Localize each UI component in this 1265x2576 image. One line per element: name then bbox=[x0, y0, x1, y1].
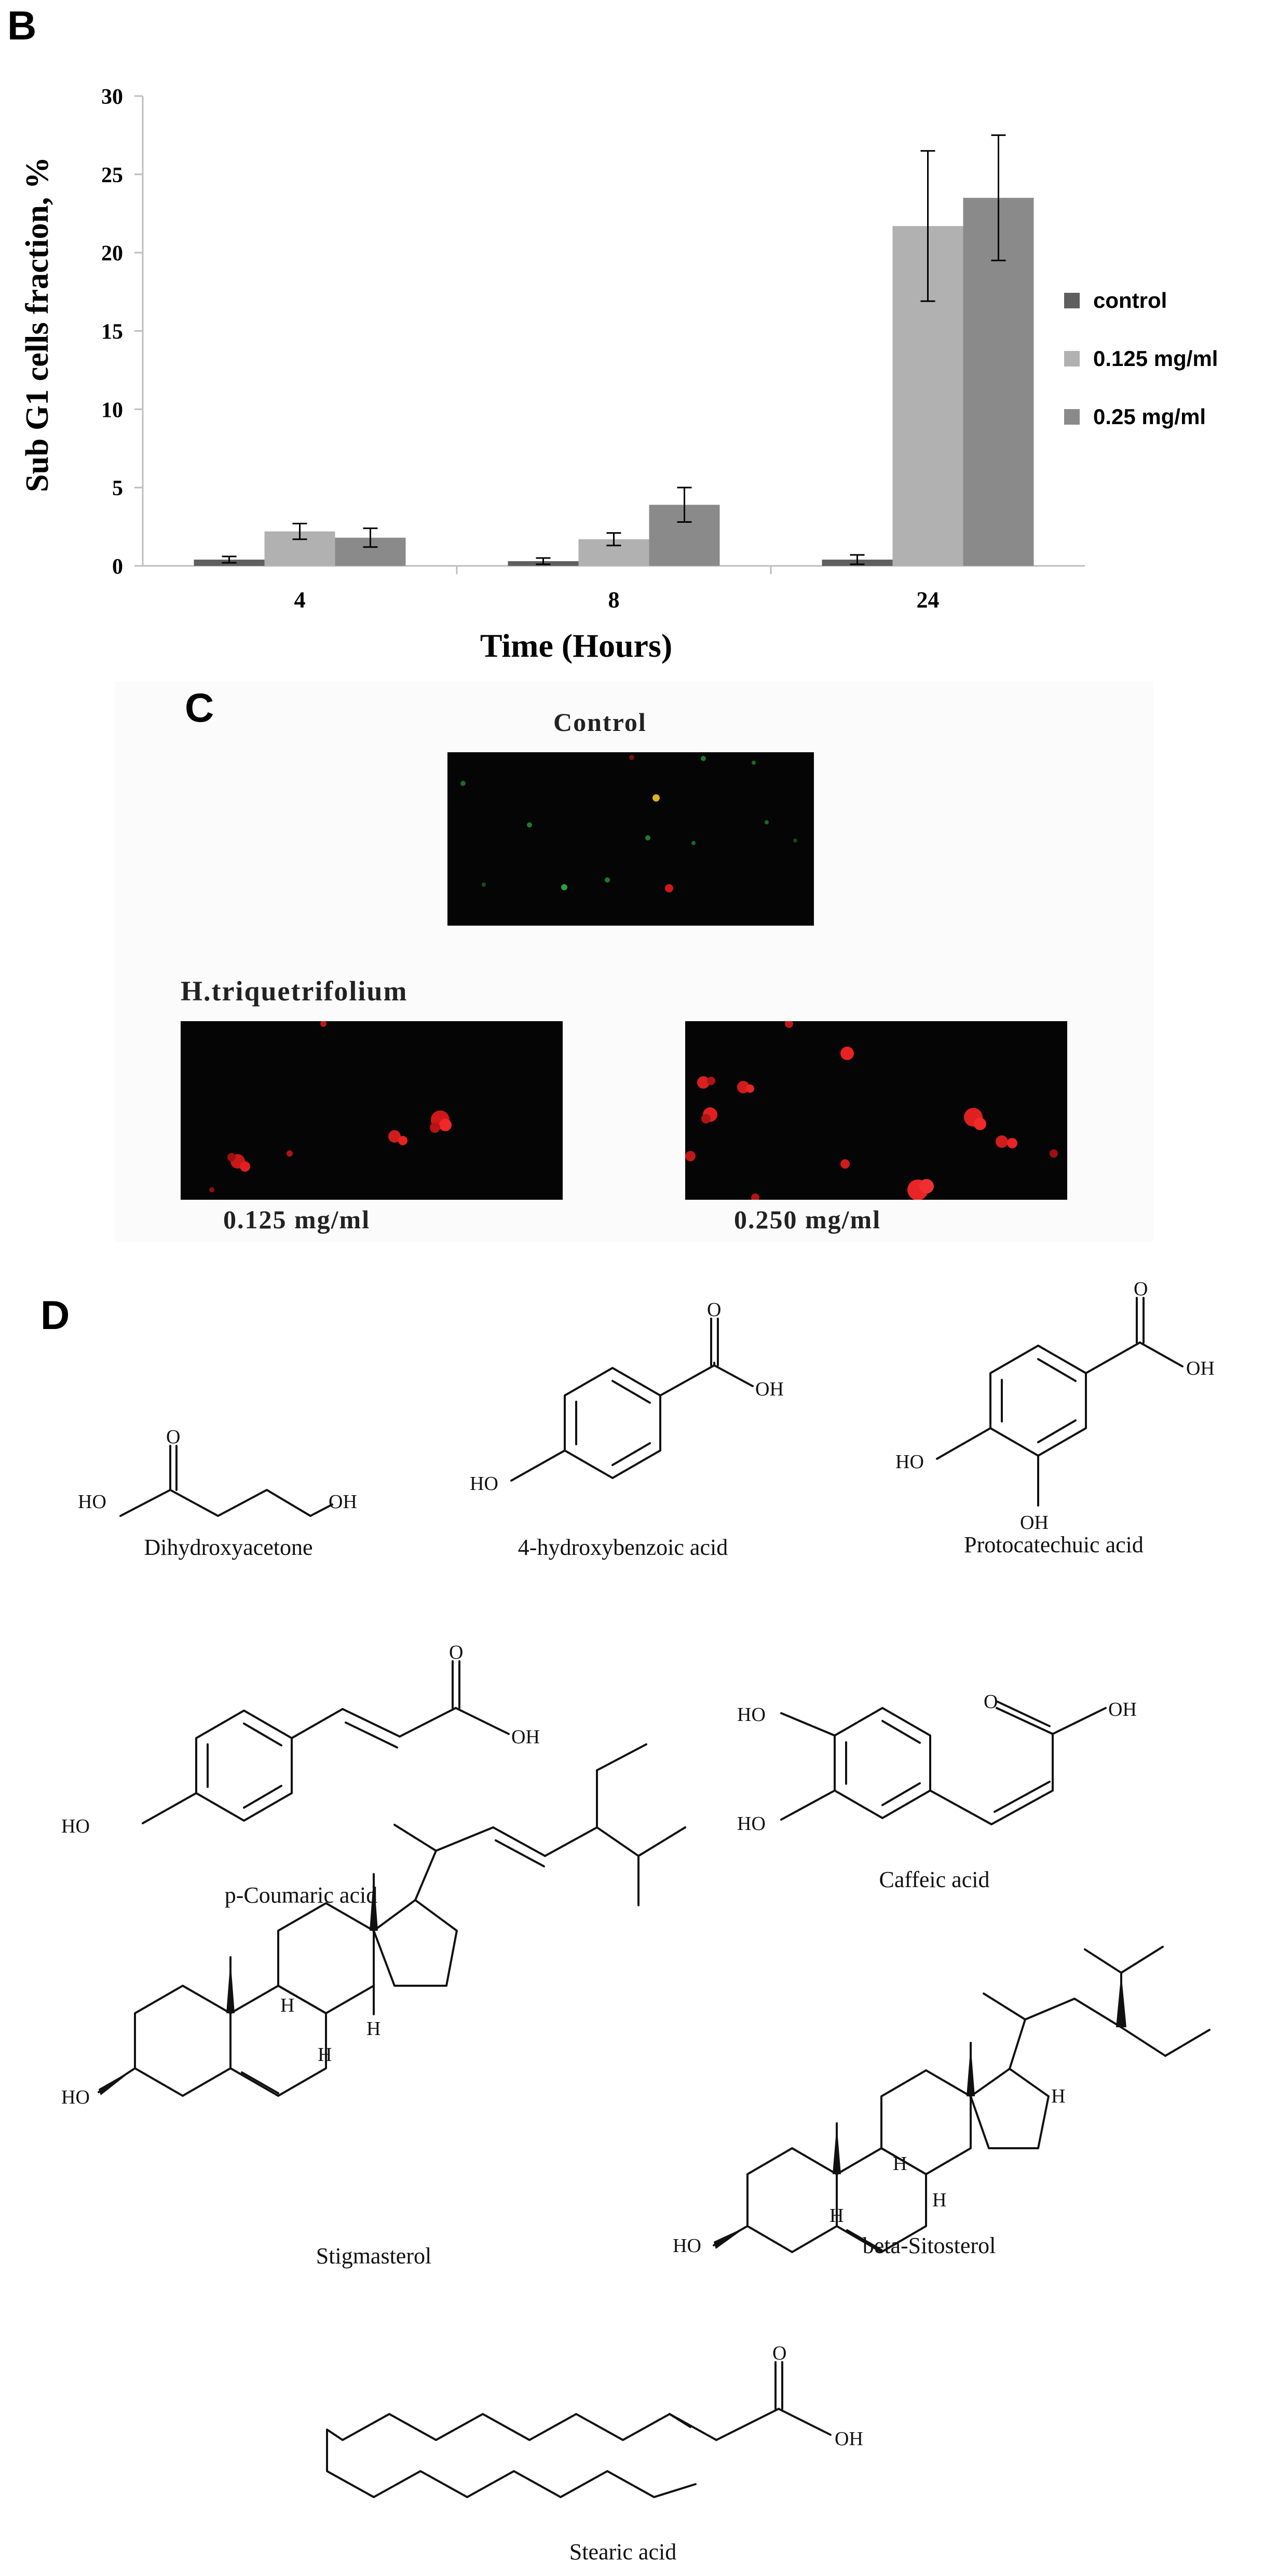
atom-label: H bbox=[1051, 2085, 1065, 2107]
atom-label: OH bbox=[511, 1726, 540, 1748]
x-tick-label: 24 bbox=[917, 587, 940, 613]
y-tick-label: 25 bbox=[101, 164, 123, 187]
compound-label-beta-sitosterol: beta-Sitosterol bbox=[862, 2233, 996, 2258]
y-tick-label: 30 bbox=[101, 85, 123, 109]
chart-tick-labels: 0 5 10 15 20 25 30 4 8 24 bbox=[101, 85, 940, 613]
atom-label: OH bbox=[329, 1491, 357, 1513]
atom-label: O bbox=[772, 2342, 786, 2364]
caffeic-acid-structure bbox=[780, 1701, 1107, 1825]
atom-label: H bbox=[366, 2018, 380, 2040]
compound-label-protocatechuic-acid: Protocatechuic acid bbox=[964, 1532, 1144, 1557]
atom-label: H bbox=[893, 2153, 907, 2175]
panel-letter-d: D bbox=[40, 1292, 70, 1338]
legend-swatch bbox=[1064, 409, 1080, 425]
treatment-title: H.triquetrifolium bbox=[181, 975, 408, 1007]
control-micrograph bbox=[447, 752, 814, 926]
atom-label: O bbox=[449, 1642, 463, 1663]
stigmasterol-structure bbox=[98, 1743, 686, 2097]
x-axis-label: Time (Hours) bbox=[480, 627, 672, 664]
dihydroxyacetone-structure bbox=[119, 1445, 333, 1517]
low-dose-micrograph bbox=[181, 1021, 563, 1200]
panel-letter-b: B bbox=[7, 3, 37, 48]
legend-swatch bbox=[1064, 293, 1080, 308]
atom-label: H bbox=[829, 2205, 844, 2227]
atom-label: HO bbox=[61, 1815, 90, 1837]
compound-label-dihydroxyacetone: Dihydroxyacetone bbox=[144, 1535, 313, 1560]
compound-label-p-coumaric-acid: p-Coumaric acid bbox=[224, 1882, 378, 1908]
atom-label: OH bbox=[835, 2428, 863, 2450]
atom-label: OH bbox=[1020, 1512, 1049, 1534]
y-tick-label: 20 bbox=[101, 242, 123, 266]
y-tick-label: 15 bbox=[101, 320, 123, 344]
atom-label: OH bbox=[1186, 1358, 1215, 1379]
atom-label: HO bbox=[673, 2235, 701, 2257]
chart-bars bbox=[194, 198, 1034, 566]
atom-label: H bbox=[280, 1995, 294, 2016]
atom-label: O bbox=[1134, 1278, 1148, 1300]
legend-item: 0.125 mg/ml bbox=[1064, 346, 1218, 371]
legend-label: control bbox=[1093, 288, 1167, 313]
high-dose-micrograph bbox=[685, 1021, 1067, 1200]
y-tick-label: 10 bbox=[101, 398, 123, 422]
legend-item: control bbox=[1064, 288, 1167, 313]
atom-label: O bbox=[707, 1299, 721, 1321]
legend-label: 0.25 mg/ml bbox=[1093, 404, 1206, 429]
atom-label: O bbox=[166, 1426, 180, 1448]
hydroxybenzoic-acid-structure bbox=[510, 1318, 754, 1482]
atom-label: HO bbox=[78, 1491, 106, 1513]
y-tick-label: 0 bbox=[112, 555, 123, 579]
atom-label: OH bbox=[755, 1378, 784, 1400]
compound-label-4-hydroxybenzoic-acid: 4-hydroxybenzoic acid bbox=[518, 1535, 728, 1560]
stearic-acid-structure bbox=[326, 2361, 832, 2498]
atom-label: HO bbox=[737, 1704, 766, 1726]
legend-label: 0.125 mg/ml bbox=[1093, 346, 1218, 371]
protocatechuic-acid-structure bbox=[936, 1297, 1184, 1507]
x-tick-label: 4 bbox=[294, 587, 306, 613]
compound-label-stearic-acid: Stearic acid bbox=[569, 2539, 677, 2565]
panel-letter-c: C bbox=[185, 685, 214, 730]
legend-item: 0.25 mg/ml bbox=[1064, 404, 1206, 429]
y-axis-label: Sub G1 cells fraction, % bbox=[20, 157, 55, 492]
atom-label: HO bbox=[61, 2086, 90, 2108]
atom-label: OH bbox=[1108, 1699, 1137, 1720]
atom-label: HO bbox=[895, 1451, 924, 1473]
compound-label-caffeic-acid: Caffeic acid bbox=[879, 1867, 990, 1892]
sub-g1-bar-chart: 0 5 10 15 20 25 30 4 8 24 Sub G1 cells fraction, … bbox=[20, 85, 1085, 664]
legend-swatch bbox=[1064, 351, 1080, 367]
atom-label: H bbox=[932, 2189, 946, 2211]
low-dose-label: 0.125 mg/ml bbox=[223, 1205, 371, 1234]
atom-label: HO bbox=[470, 1473, 498, 1495]
compound-label-stigmasterol: Stigmasterol bbox=[316, 2243, 432, 2269]
x-tick-label: 8 bbox=[608, 587, 620, 613]
high-dose-label: 0.250 mg/ml bbox=[734, 1205, 881, 1234]
atom-label: HO bbox=[737, 1813, 766, 1835]
p-coumaric-acid-structure bbox=[142, 1660, 510, 1824]
atom-label: H bbox=[318, 2044, 332, 2066]
beta-sitosterol-structure bbox=[713, 1946, 1210, 2253]
chart-error-bars bbox=[222, 134, 1006, 565]
control-title: Control bbox=[553, 708, 647, 737]
atom-label: O bbox=[984, 1691, 998, 1713]
y-tick-label: 5 bbox=[112, 477, 123, 500]
